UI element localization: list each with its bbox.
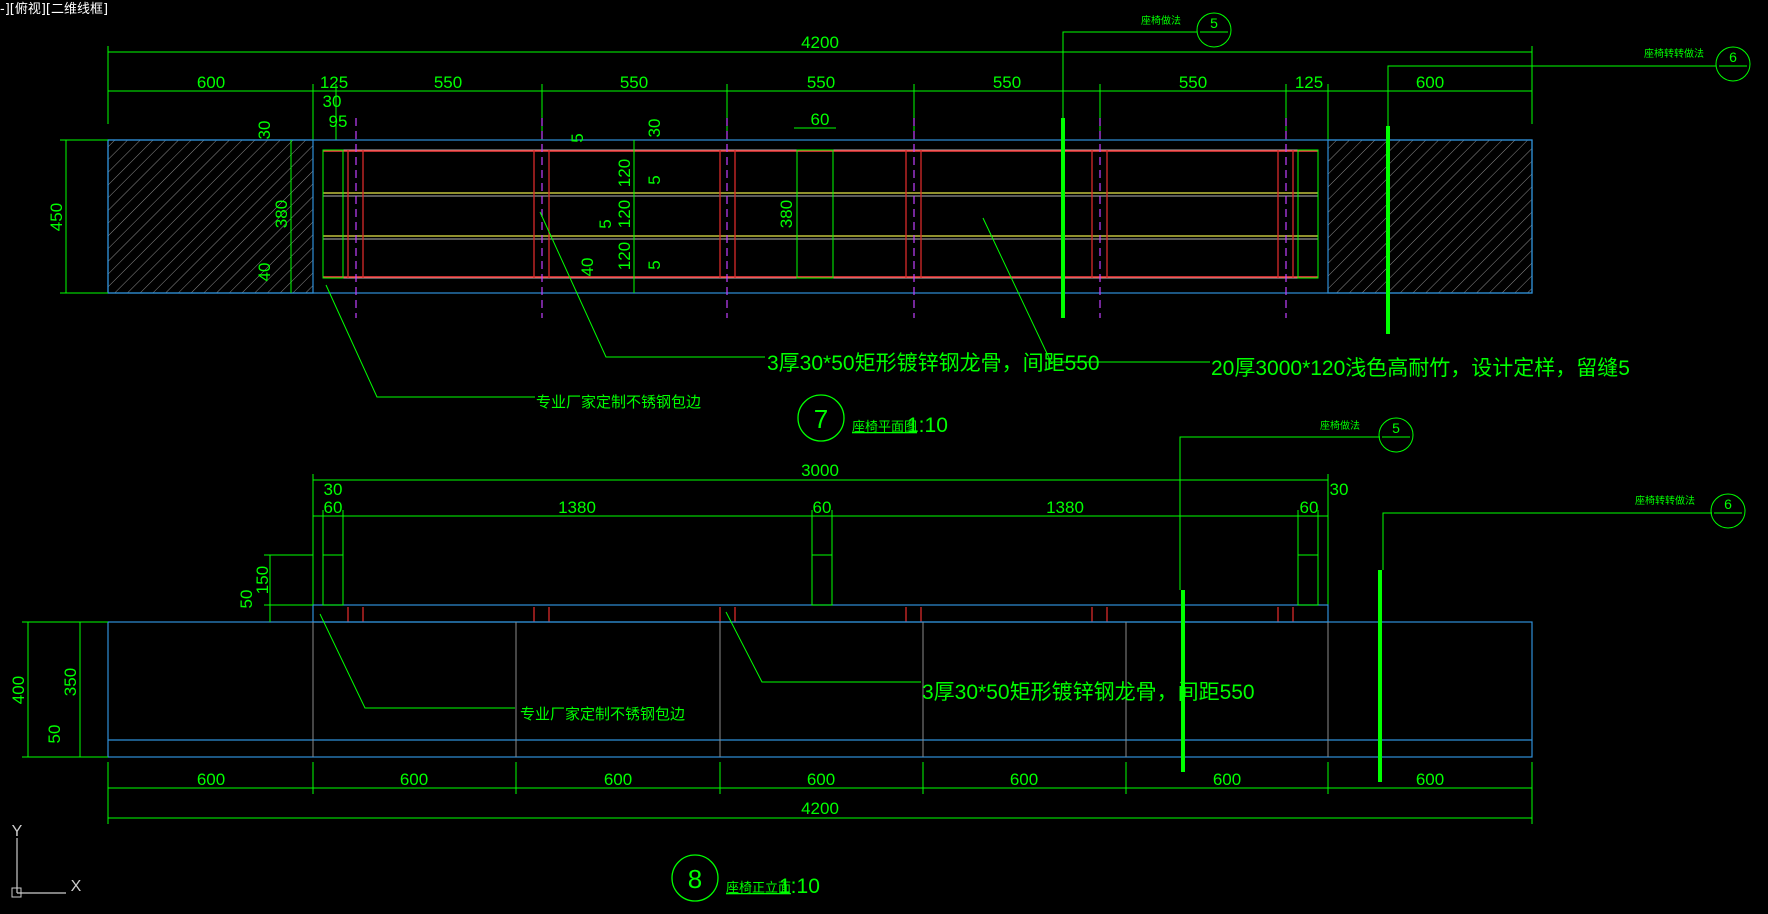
plan-dim-5b: 5 — [645, 175, 664, 184]
plan-seg-6: 550 — [993, 73, 1021, 92]
elev-callout-6-text: 座椅转转做法 — [1635, 494, 1695, 507]
plan-dim-40-mid: 40 — [578, 258, 597, 277]
plan-view-scale: 1:10 — [907, 414, 948, 437]
plan-seg-8: 125 — [1295, 73, 1323, 92]
plan-dim-120a: 120 — [615, 159, 634, 187]
elev-dim-1380-left: 1380 — [558, 498, 596, 517]
elev-base — [107, 621, 1533, 758]
elev-bottom-seg-2: 600 — [400, 770, 428, 789]
plan-note-steel: 3厚30*50矩形镀锌钢龙骨，间距550 — [767, 352, 1100, 375]
plan-view: 4200 600 125 550 550 550 550 550 125 600 — [47, 12, 1751, 442]
plan-seg-9: 600 — [1416, 73, 1444, 92]
plan-dim-30-top: 30 — [323, 92, 342, 111]
ucs-x-label: X — [71, 878, 82, 895]
elev-bottom-seg-4: 600 — [807, 770, 835, 789]
plan-dim-120c: 120 — [615, 242, 634, 270]
elev-bottom-seg-3: 600 — [604, 770, 632, 789]
plan-dim-30-left: 30 — [255, 121, 274, 140]
elev-view-scale: 1:10 — [779, 875, 820, 898]
plan-dim-95: 95 — [329, 112, 348, 131]
plan-callout-5-text: 座椅做法 — [1141, 14, 1181, 27]
elev-callout-5-num: 5 — [1392, 420, 1400, 436]
elev-dim-60-left: 60 — [324, 498, 343, 517]
plan-seg-2: 125 — [320, 73, 348, 92]
elev-bottom-seg-1: 600 — [197, 770, 225, 789]
elev-bottom-seg-5: 600 — [1010, 770, 1038, 789]
plan-view-title: 座椅平面图 — [852, 419, 917, 434]
plan-seg-3: 550 — [434, 73, 462, 92]
plan-callout-6-text: 座椅转转做法 — [1644, 47, 1704, 60]
viewport-label[interactable]: -][俯视][二维线框] — [0, 2, 109, 17]
plan-dim-380-mid: 380 — [777, 200, 796, 228]
plan-note-wood: 20厚3000*120浅色高耐竹，设计定样，留缝5 — [1211, 357, 1630, 380]
plan-right-block — [1327, 139, 1533, 294]
plan-dim-5a: 5 — [568, 133, 587, 142]
elev-bottom-total: 4200 — [801, 799, 839, 818]
plan-dim-120b: 120 — [615, 200, 634, 228]
elev-dim-1380-right: 1380 — [1046, 498, 1084, 517]
elev-top-total: 3000 — [801, 461, 839, 480]
plan-dim-30-mid: 30 — [645, 119, 664, 138]
plan-dim-40-left: 40 — [255, 263, 274, 282]
elevation-view: 3000 30 60 1380 60 1380 60 30 — [9, 417, 1746, 902]
plan-depth-dim: 450 — [47, 203, 66, 231]
elev-dim-400: 400 — [9, 676, 28, 704]
elev-view-number: 8 — [688, 864, 702, 894]
elev-dim-30-left: 30 — [324, 480, 343, 499]
plan-total-dim: 4200 — [801, 33, 839, 52]
plan-callout-5-num: 5 — [1210, 15, 1218, 31]
plan-seg-4: 550 — [620, 73, 648, 92]
elev-dim-30-right: 30 — [1330, 480, 1349, 499]
elev-dim-50-bottom: 50 — [45, 725, 64, 744]
plan-seg-5: 550 — [807, 73, 835, 92]
elev-bottom-seg-7: 600 — [1416, 770, 1444, 789]
elev-note-edge: 专业厂家定制不锈钢包边 — [520, 706, 685, 723]
plan-dim-5d: 5 — [645, 260, 664, 269]
elev-bottom-seg-6: 600 — [1213, 770, 1241, 789]
plan-callout-6-num: 6 — [1729, 49, 1737, 65]
plan-dim-5c: 5 — [596, 219, 615, 228]
elev-callout-6-num: 6 — [1724, 496, 1732, 512]
plan-dim-60: 60 — [811, 110, 830, 129]
plan-note-edge: 专业厂家定制不锈钢包边 — [536, 394, 701, 411]
elev-dim-150: 150 — [253, 566, 272, 594]
elev-note-steel: 3厚30*50矩形镀锌钢龙骨，间距550 — [922, 681, 1255, 704]
elev-dim-60-right: 60 — [1300, 498, 1319, 517]
ucs-icon: Y X — [11, 823, 82, 898]
elev-dim-350: 350 — [61, 668, 80, 696]
plan-dim-380-left: 380 — [272, 200, 291, 228]
elev-callout-5-text: 座椅做法 — [1320, 419, 1360, 432]
plan-view-number: 7 — [814, 404, 828, 434]
elev-view-title: 座椅正立面 — [726, 880, 791, 895]
plan-seg-1: 600 — [197, 73, 225, 92]
elev-dim-60-mid: 60 — [813, 498, 832, 517]
ucs-y-label: Y — [12, 823, 23, 840]
plan-seg-7: 550 — [1179, 73, 1207, 92]
elev-dim-50-top: 50 — [237, 590, 256, 609]
